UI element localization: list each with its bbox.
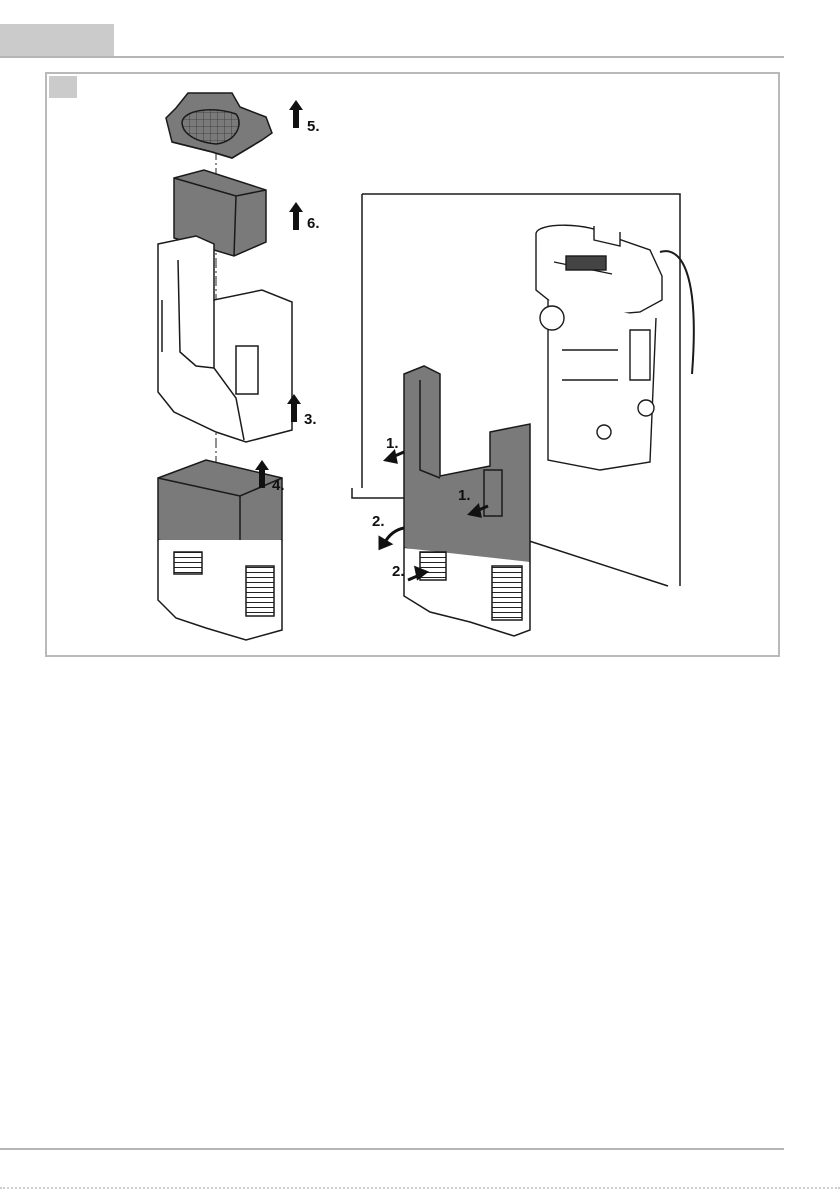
internal-pump-unit <box>536 225 694 470</box>
filter-tray <box>166 93 272 158</box>
step-label-1-left: 1. <box>386 435 399 452</box>
step-label-2-bottom: 2. <box>392 563 405 580</box>
step-label-3: 3. <box>304 411 317 428</box>
step-label-1-right: 1. <box>458 487 471 504</box>
page-bottom-dots <box>0 1187 840 1189</box>
step-label-2-top: 2. <box>372 513 385 530</box>
step-label-5: 5. <box>307 118 320 135</box>
filter-housing <box>158 236 292 442</box>
step-label-6: 6. <box>307 215 320 232</box>
footer-rule <box>0 1148 784 1150</box>
curved-arrow-icon <box>380 528 404 548</box>
step-label-4: 4. <box>272 477 285 494</box>
